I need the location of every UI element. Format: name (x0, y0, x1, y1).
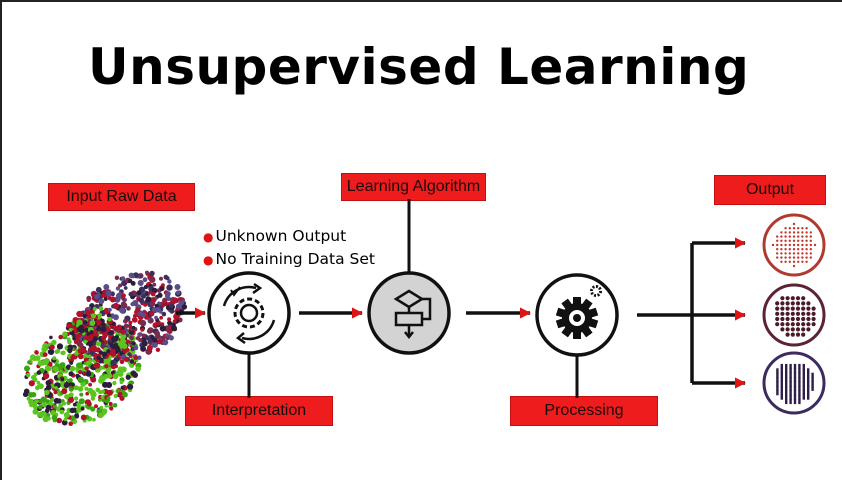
learning-algorithm-label: Learning Algorithm (341, 173, 486, 201)
bullet-list: ●Unknown Output ●No Training Data Set (203, 225, 375, 271)
page-title: Unsupervised Learning (88, 38, 750, 96)
gear-icon (535, 273, 619, 357)
output-cluster-2 (762, 283, 826, 347)
processing-label: Processing (510, 396, 658, 426)
bullet-dot-icon: ● (203, 230, 214, 244)
output-label: Output (714, 175, 826, 205)
raw-data-scatter (22, 270, 188, 427)
output-branches (637, 237, 747, 389)
input-raw-data-label: Input Raw Data (48, 183, 195, 211)
output-cluster-3 (762, 351, 826, 415)
bullet-item: ●Unknown Output (203, 227, 347, 245)
interpretation-label: Interpretation (185, 396, 333, 426)
gear-cycle-icon (207, 271, 291, 355)
bullet-dot-icon: ● (203, 253, 214, 267)
bullet-item: ●No Training Data Set (203, 250, 375, 268)
flowchart-icon (367, 271, 451, 355)
output-cluster-1 (762, 213, 826, 277)
